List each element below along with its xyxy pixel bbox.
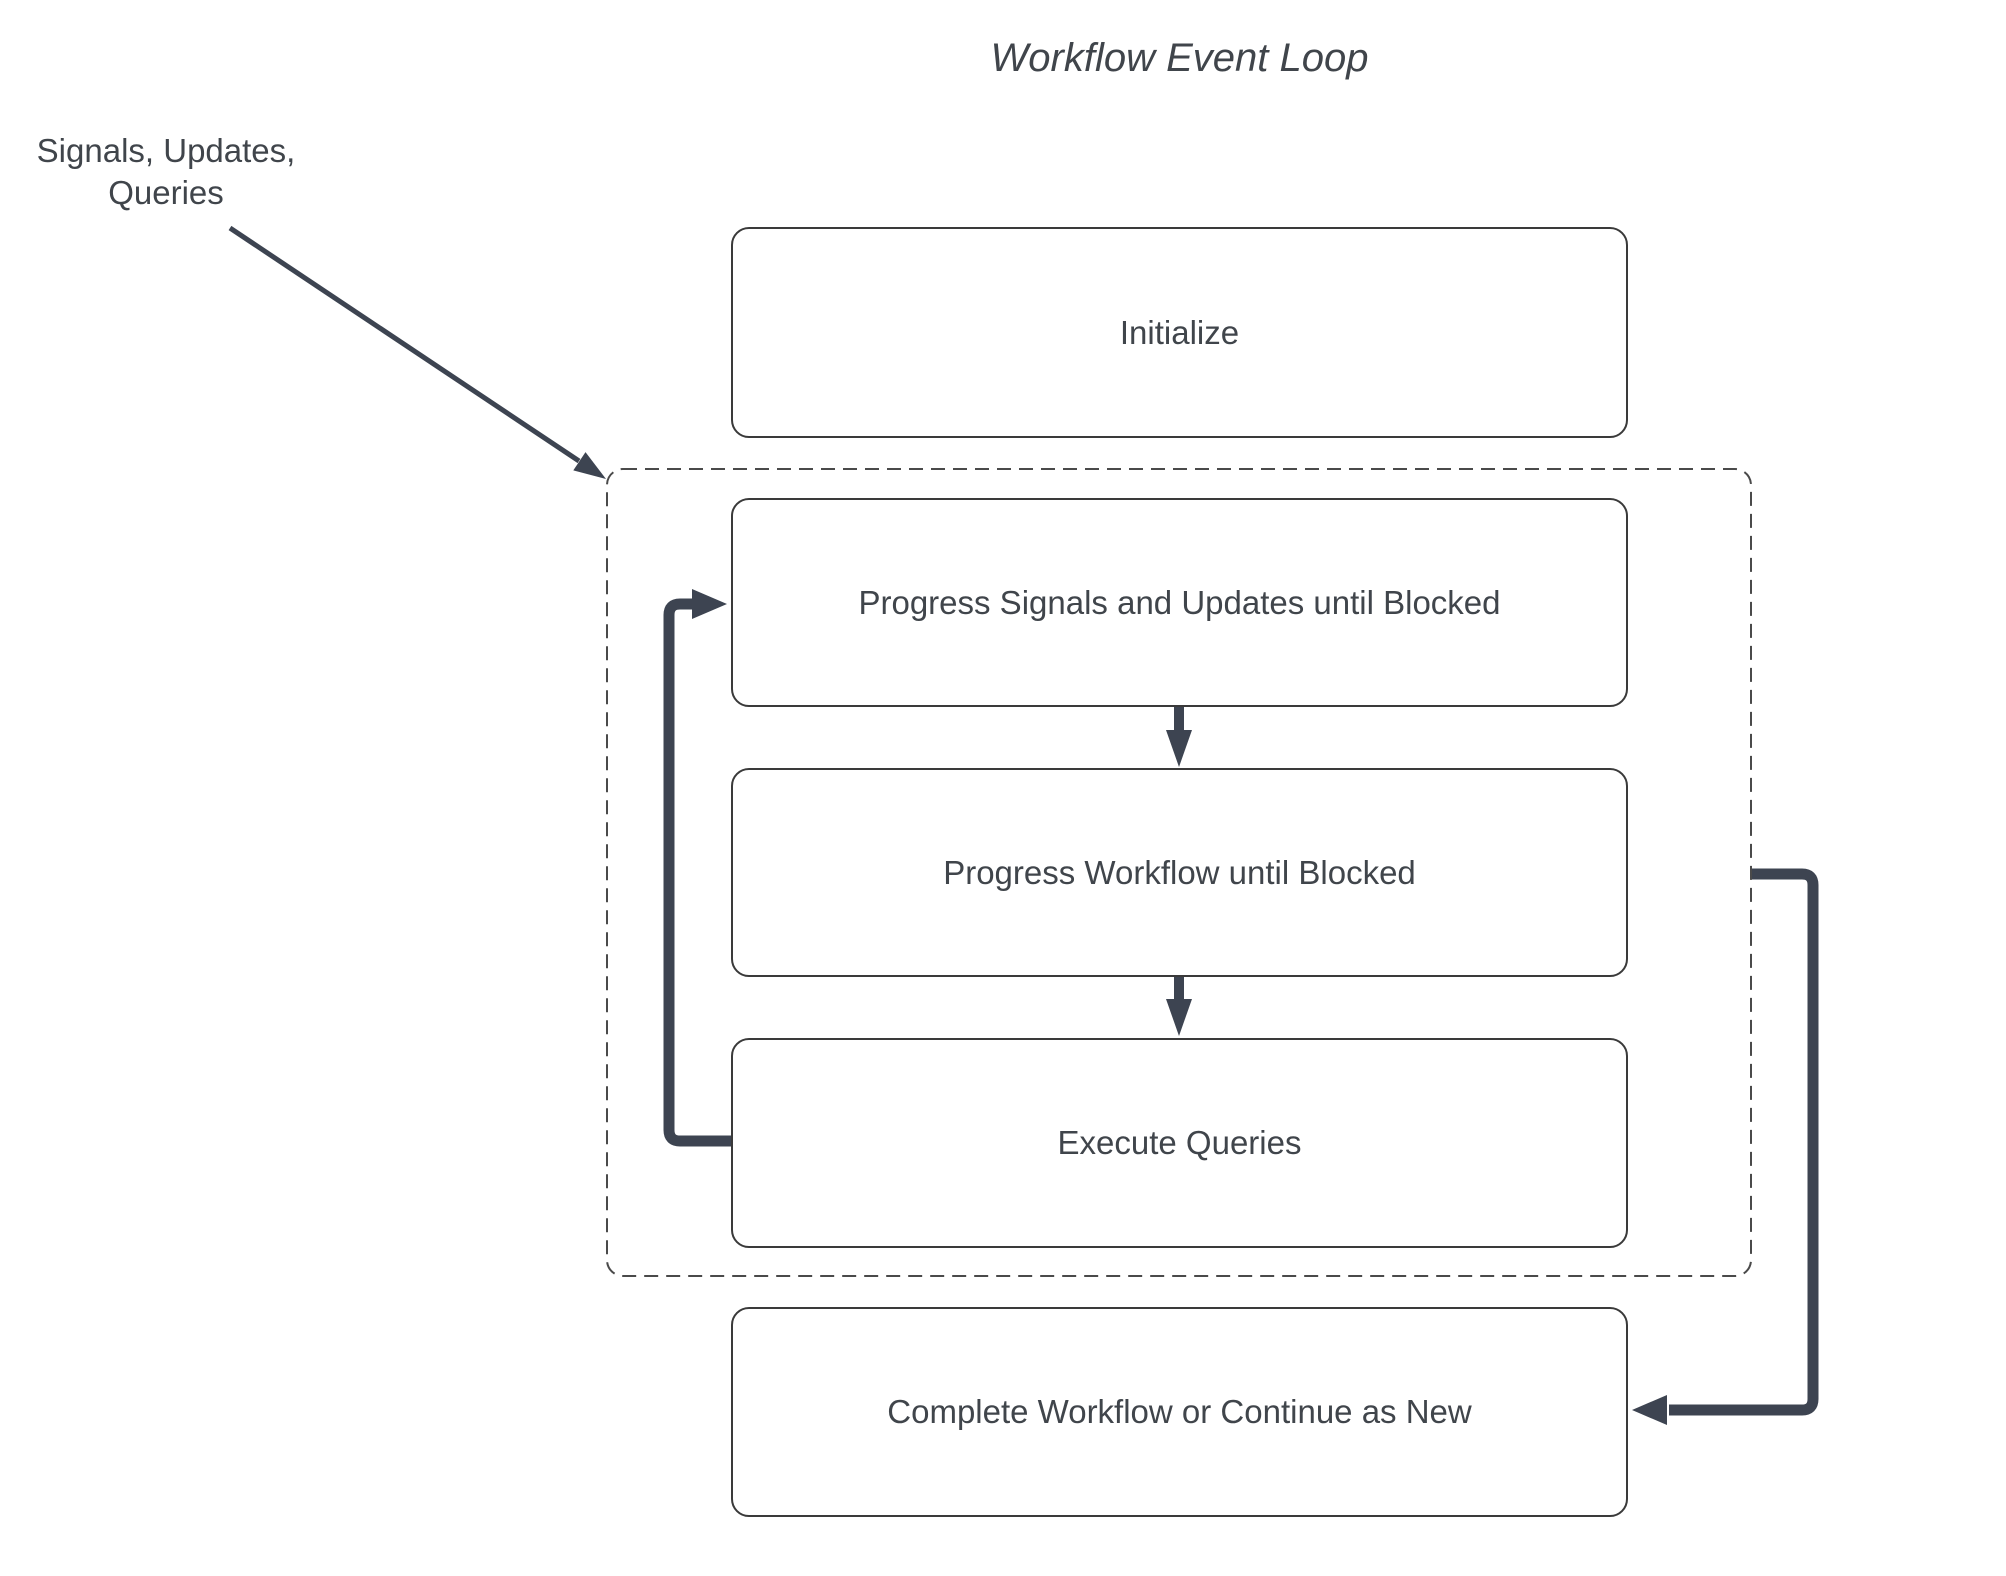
diagram-title: Workflow Event Loop (990, 36, 1369, 80)
loop-back-arrow-line (663, 598, 731, 1147)
node-progress-workflow: Progress Workflow until Blocked (731, 768, 1628, 977)
signals-arrow-head-icon (573, 452, 606, 479)
node-progress-workflow-label: Progress Workflow until Blocked (943, 853, 1416, 891)
node-complete-workflow: Complete Workflow or Continue as New (731, 1307, 1628, 1517)
node-execute-queries-label: Execute Queries (1057, 1124, 1302, 1162)
node-progress-signals-label: Progress Signals and Updates until Block… (858, 583, 1501, 621)
down-arrow-1-head-icon (1166, 730, 1192, 767)
node-progress-signals: Progress Signals and Updates until Block… (731, 498, 1628, 707)
annotation-signals-updates-queries: Signals, Updates, Queries (20, 130, 312, 214)
node-complete-workflow-label: Complete Workflow or Continue as New (887, 1393, 1472, 1431)
loop-back-arrow-head-icon (692, 589, 727, 619)
continue-arrow-head-icon (1632, 1395, 1667, 1425)
event-loop-dashed-container (606, 468, 1752, 1277)
down-arrow-2-head-icon (1166, 999, 1192, 1036)
node-initialize-label: Initialize (1119, 313, 1240, 351)
signals-arrow-line (228, 225, 581, 464)
continue-arrow-line (1669, 868, 1819, 1416)
annotation-line-1: Signals, Updates, (36, 132, 296, 169)
node-initialize: Initialize (731, 227, 1628, 438)
node-execute-queries: Execute Queries (731, 1038, 1628, 1248)
annotation-line-2: Queries (108, 174, 224, 211)
